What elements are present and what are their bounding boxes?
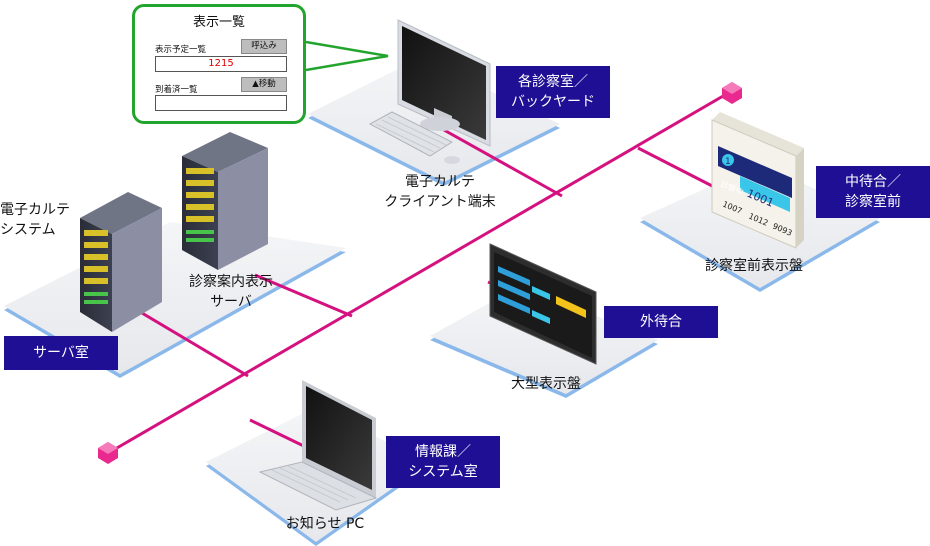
tag-exam-rooms-line1: 各診察室／ xyxy=(518,74,588,90)
tag-waiting-mid: 中待合／ 診察室前 xyxy=(816,166,930,218)
label-emr-client-line2: クライアント端末 xyxy=(384,194,496,210)
network-endpoint-top xyxy=(722,82,742,104)
desktop-monitor-icon xyxy=(397,19,491,147)
server-rack-display-icon xyxy=(182,132,268,270)
tag-exam-rooms: 各診察室／ バックヤード xyxy=(496,66,610,118)
call-button[interactable]: 呼込み xyxy=(241,39,287,54)
room-panel-number: 1 xyxy=(725,157,731,167)
label-notice-pc: お知らせ PC xyxy=(285,516,365,532)
label-emr-client-line1: 電子カルテ xyxy=(405,174,475,190)
label-emr-system-line2: システム xyxy=(0,222,56,238)
tag-waiting-outer-text: 外待合 xyxy=(640,314,682,330)
label-emr-system-line1: 電子カルテ xyxy=(0,202,70,218)
tag-it-dept: 情報課／ システム室 xyxy=(386,436,500,488)
label-display-server-line1: 診察案内表示 xyxy=(189,274,273,290)
arrived-list-field[interactable] xyxy=(155,95,287,111)
room-display-panel-icon xyxy=(711,112,804,249)
label-display-server-line2: サーバ xyxy=(210,294,252,310)
tag-waiting-mid-line2: 診察室前 xyxy=(845,194,901,210)
arrived-list-label: 到着済一覧 xyxy=(155,85,198,95)
tag-it-dept-line2: システム室 xyxy=(408,464,478,480)
label-emr-client: 電子カルテ クライアント端末 xyxy=(360,172,520,212)
move-button[interactable]: ▲移動 xyxy=(241,77,287,92)
tag-server-room-text: サーバ室 xyxy=(33,345,89,361)
label-display-server: 診察案内表示 サーバ xyxy=(176,272,286,312)
laptop-icon xyxy=(258,380,378,511)
scheduled-list-field[interactable]: 1215 xyxy=(155,56,287,72)
display-list-panel: 表示一覧 表示予定一覧 呼込み 1215 到着済一覧 ▲移動 xyxy=(132,4,306,124)
display-list-title: 表示一覧 xyxy=(192,15,245,30)
network-endpoint-bottom xyxy=(98,442,118,464)
tag-waiting-outer: 外待合 xyxy=(604,306,718,338)
tag-waiting-mid-line1: 中待合／ xyxy=(845,174,901,190)
label-room-display: 診察室前表示盤 xyxy=(705,258,803,274)
tag-exam-rooms-line2: バックヤード xyxy=(511,94,595,110)
keyboard-icon xyxy=(368,111,460,164)
label-emr-system: 電子カルテ システム xyxy=(0,200,80,240)
tag-it-dept-line1: 情報課／ xyxy=(415,444,471,460)
large-display-icon xyxy=(489,243,597,365)
label-large-display: 大型表示盤 xyxy=(511,376,581,392)
tag-server-room: サーバ室 xyxy=(4,336,118,370)
server-rack-emr-icon xyxy=(80,192,162,332)
scheduled-list-label: 表示予定一覧 xyxy=(155,45,207,55)
